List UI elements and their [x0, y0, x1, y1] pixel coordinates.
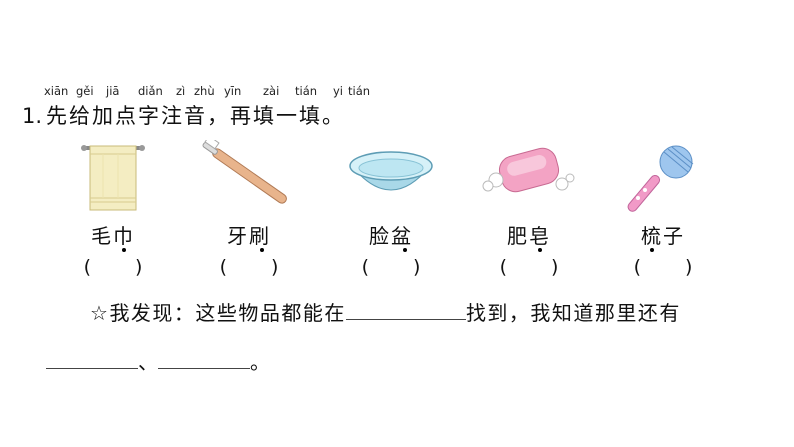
question-title: 1.先给加点字注音，再填一填。: [22, 100, 345, 130]
pinyin-syllable: yi: [333, 84, 344, 98]
question-number: 1.: [22, 104, 43, 128]
paren-close: ): [271, 256, 279, 278]
paren-close: ): [685, 256, 693, 278]
paren-close: ): [413, 256, 421, 278]
paren-open: (: [633, 256, 641, 278]
answer-paren[interactable]: (): [464, 256, 594, 278]
discovery-prefix: 我发现：这些物品都能在: [109, 301, 346, 325]
blank-item-1[interactable]: [46, 350, 138, 369]
item-basin: 脸盆 (): [326, 140, 456, 290]
answer-paren[interactable]: (): [184, 256, 314, 278]
basin-icon: [349, 151, 433, 191]
item-word: 毛巾: [91, 224, 135, 248]
pinyin-syllable: zhù: [194, 84, 215, 98]
emphasis-dot: [403, 248, 407, 252]
blank-location[interactable]: [345, 301, 466, 320]
blank-item-2[interactable]: [158, 350, 250, 369]
paren-close: ): [135, 256, 143, 278]
item-comb: 梳子 (): [598, 140, 728, 290]
item-word: 肥皂: [507, 224, 551, 248]
toothbrush-icon: [202, 140, 287, 204]
separator: 、: [138, 350, 158, 374]
sentence-end: 。: [250, 350, 270, 374]
answer-paren[interactable]: (): [326, 256, 456, 278]
item-towel: 毛巾 (): [48, 140, 178, 290]
paren-open: (: [219, 256, 227, 278]
item-word: 牙刷: [227, 224, 271, 248]
pinyin-syllable: jiā: [106, 84, 120, 98]
emphasis-dot: [650, 248, 654, 252]
item-toothbrush: 牙刷 (): [184, 140, 314, 290]
emphasis-dot: [260, 248, 264, 252]
pinyin-syllable: diǎn: [138, 84, 163, 98]
paren-open: (: [361, 256, 369, 278]
comb-icon: [627, 145, 694, 212]
pinyin-syllable: xiān: [44, 84, 69, 98]
pinyin-syllable: yīn: [224, 84, 242, 98]
paren-close: ): [551, 256, 559, 278]
question-text: 先给加点字注音，再填一填。: [46, 104, 346, 128]
pinyin-syllable: gěi: [76, 84, 94, 98]
star-icon: ☆: [90, 301, 110, 325]
pinyin-syllable: zì: [176, 84, 186, 98]
answer-paren[interactable]: (): [48, 256, 178, 278]
item-soap: 肥皂 (): [464, 140, 594, 290]
emphasis-dot: [122, 248, 126, 252]
item-word: 脸盆: [369, 224, 413, 248]
soap-icon: [482, 147, 575, 193]
discovery-line: ☆我发现：这些物品都能在 找到，我知道那里还有: [90, 297, 681, 326]
pinyin-syllable: zài: [263, 84, 280, 98]
item-word: 梳子: [641, 224, 685, 248]
pinyin-syllable: tián: [295, 84, 318, 98]
answer-paren[interactable]: (): [598, 256, 728, 278]
paren-open: (: [83, 256, 91, 278]
discovery-middle: 找到，我知道那里还有: [465, 301, 681, 325]
discovery-line-2: 、。: [46, 346, 270, 375]
towel-icon: [81, 145, 145, 211]
pinyin-syllable: tián: [348, 84, 371, 98]
emphasis-dot: [538, 248, 542, 252]
paren-open: (: [499, 256, 507, 278]
